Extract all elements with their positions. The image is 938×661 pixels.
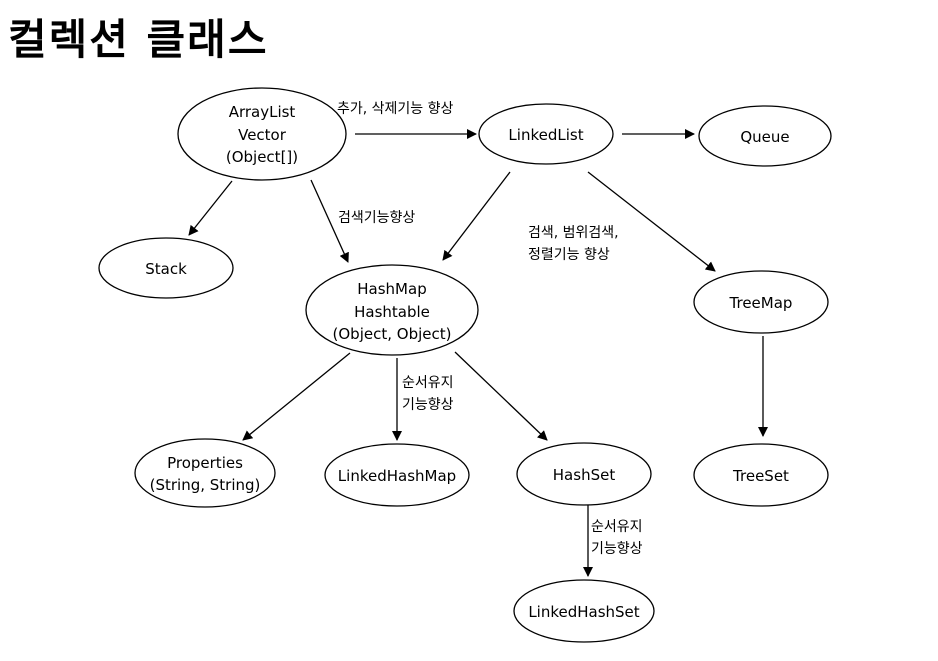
edge-hashmap-hashset <box>454 351 548 441</box>
node-label: Queue <box>740 128 789 146</box>
node-linkedhashset: LinkedHashSet <box>513 579 655 643</box>
edge-hashmap-properties <box>242 352 351 441</box>
node-label: (String, String) <box>150 476 261 494</box>
node-treemap: TreeMap <box>693 270 829 334</box>
node-properties: Properties (String, String) <box>134 438 276 508</box>
node-label: LinkedHashSet <box>528 603 639 621</box>
node-treeset: TreeSet <box>693 443 829 507</box>
edge-arraylist-hashmap <box>310 179 349 263</box>
node-label: TreeSet <box>732 467 789 485</box>
node-queue: Queue <box>698 105 832 167</box>
node-label: LinkedHashMap <box>338 467 456 485</box>
node-label: LinkedList <box>508 126 583 144</box>
edge-label-order-keep-set: 순서유지 <box>591 519 643 535</box>
node-label: ArrayList <box>229 103 296 121</box>
node-hashset: HashSet <box>516 442 652 506</box>
edge-label-order-keep-map: 순서유지 <box>402 375 454 391</box>
node-stack: Stack <box>98 237 234 299</box>
edge-label-add-delete: 추가, 삭제기능 향상 <box>337 101 454 117</box>
edge-label-search-range-sort: 검색, 범위검색, <box>528 225 619 241</box>
edge-arraylist-stack <box>188 180 233 236</box>
edges <box>188 129 768 577</box>
edge-linkedlist-hashmap <box>442 171 511 261</box>
page-title: 컬렉션 클래스 <box>8 15 269 64</box>
edge-label-order-keep-set: 기능향상 <box>591 541 643 557</box>
node-label: (Object, Object) <box>333 325 452 343</box>
node-hashmap: HashMap Hashtable (Object, Object) <box>305 264 479 356</box>
node-label: HashMap <box>357 280 426 298</box>
edge-linkedlist-treemap <box>587 171 716 272</box>
node-linkedhashmap: LinkedHashMap <box>324 443 470 507</box>
edge-label-search-range-sort: 정렬기능 향상 <box>528 247 610 263</box>
node-label: Stack <box>145 260 187 278</box>
node-label: Hashtable <box>354 303 430 321</box>
node-label: Vector <box>238 126 287 144</box>
edge-label-search: 검색기능향상 <box>338 210 415 226</box>
node-label: (Object[]) <box>226 148 298 166</box>
node-label: Properties <box>167 454 243 472</box>
edge-label-order-keep-map: 기능향상 <box>402 397 454 413</box>
node-label: TreeMap <box>729 294 793 312</box>
node-arraylist: ArrayList Vector (Object[]) <box>177 87 347 181</box>
node-label: HashSet <box>553 466 616 484</box>
node-linkedlist: LinkedList <box>478 103 614 165</box>
